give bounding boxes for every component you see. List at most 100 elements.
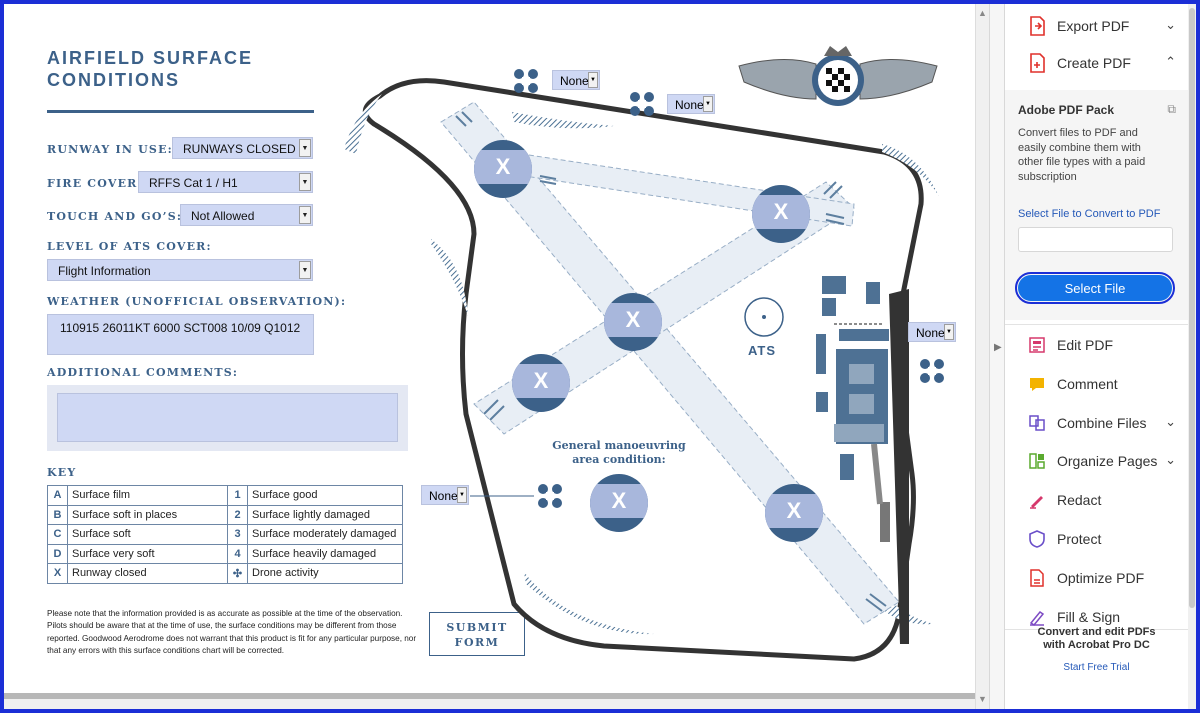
tool-label: Fill & Sign (1057, 608, 1121, 625)
document-scrollbar[interactable]: ▲ ▼ (975, 4, 989, 709)
tool-item[interactable]: Fill & Sign (1005, 600, 1188, 634)
tool-label: Combine Files (1057, 414, 1147, 431)
weather-label: WEATHER (UNOFFICIAL OBSERVATION): (47, 295, 347, 308)
chevron-down-icon: ⌄ (1165, 413, 1176, 429)
touch-and-go-select[interactable]: Not Allowed ▼ (180, 204, 313, 226)
fire-cover-label: FIRE COVER: (47, 177, 143, 190)
hatched-area (512, 112, 614, 129)
perimeter-track (362, 78, 924, 662)
key-code: X (47, 563, 68, 584)
drone-select[interactable]: None▼ (421, 485, 469, 505)
panel-splitter[interactable]: ▶ (989, 4, 1005, 709)
runway-select[interactable]: RUNWAYS CLOSED ▼ (172, 137, 313, 159)
runway-label: RUNWAY IN USE: (47, 143, 173, 156)
drone-select[interactable]: None▼ (667, 94, 715, 114)
ats-label: ATS (748, 343, 777, 358)
edit-pdf-icon (1027, 335, 1047, 355)
chevron-down-icon: ▼ (944, 324, 954, 340)
key-description: Surface very soft (67, 543, 228, 564)
disclaimer-text: Please note that the information provide… (47, 609, 417, 656)
tool-item[interactable]: Organize Pages ⌄ (1005, 444, 1188, 478)
comments-field-frame (47, 385, 408, 451)
drone-select[interactable]: None▼ (552, 70, 600, 90)
protect-icon (1027, 529, 1047, 549)
key-title: KEY (47, 466, 77, 479)
aerodrome-logo (738, 58, 938, 100)
upgrade-promo: Convert and edit PDFs with Acrobat Pro D… (1005, 626, 1188, 673)
key-description: Surface soft in places (67, 504, 228, 525)
export-pdf-icon (1027, 16, 1047, 36)
ats-cover-value: Flight Information (58, 264, 151, 278)
runway-status-marker[interactable]: X (474, 140, 532, 198)
pack-description: Convert files to PDF and easily combine … (1018, 127, 1146, 183)
drone-icon (514, 69, 944, 508)
tools-pane: Export PDF⌄ Create PDF⌃ Adobe PDF Pack ⧉… (1005, 4, 1188, 709)
copy-icon[interactable]: ⧉ (1167, 102, 1176, 116)
weather-field[interactable]: 110915 26011KT 6000 SCT008 10/09 Q1012 (47, 314, 314, 355)
horizontal-scrollbar[interactable] (4, 693, 975, 709)
fire-cover-select[interactable]: RFFS Cat 1 / H1 ▼ (138, 171, 313, 193)
export-pdf-item[interactable]: Export PDF⌄ (1005, 9, 1188, 43)
page-title: AIRFIELD SURFACE CONDITIONS (47, 48, 254, 90)
tool-item[interactable]: Edit PDF (1005, 328, 1188, 362)
submit-form-button[interactable]: SUBMIT FORM (429, 612, 525, 656)
combine-files-icon (1027, 413, 1047, 433)
tool-item[interactable]: Protect (1005, 522, 1188, 556)
select-file-button[interactable]: Select File (1015, 272, 1175, 304)
optimize-pdf-icon (1027, 568, 1047, 588)
scroll-down-icon[interactable]: ▼ (978, 694, 987, 704)
file-input[interactable] (1018, 227, 1173, 252)
ats-circle (744, 297, 784, 337)
ats-cover-label: LEVEL OF ATS COVER: (47, 240, 212, 253)
create-pdf-item[interactable]: Create PDF⌃ (1005, 46, 1188, 80)
start-trial-link[interactable]: Start Free Trial (1063, 662, 1130, 673)
select-file-link[interactable]: Select File to Convert to PDF (1018, 208, 1161, 220)
touch-and-go-value: Not Allowed (191, 209, 255, 223)
ats-cover-select[interactable]: Flight Information ▼ (47, 259, 313, 281)
tools-pane-scrollbar[interactable] (1188, 4, 1196, 709)
title-divider (47, 110, 314, 113)
comments-field[interactable] (57, 393, 398, 442)
chevron-down-icon: ▼ (299, 173, 311, 191)
runway-status-marker[interactable]: X (752, 185, 810, 243)
key-description: Surface heavily damaged (247, 543, 403, 564)
comments-label: ADDITIONAL COMMENTS: (47, 366, 239, 379)
chevron-down-icon: ▼ (299, 261, 311, 279)
scroll-up-icon[interactable]: ▲ (978, 8, 987, 18)
chevron-down-icon: ⌄ (1165, 17, 1176, 32)
tool-item[interactable]: Optimize PDF (1005, 561, 1188, 595)
airfield-map (344, 46, 944, 662)
tool-item[interactable]: Comment (1005, 367, 1188, 401)
touch-and-go-label: TOUCH AND GO’S: (47, 210, 183, 223)
general-area-status-marker[interactable]: X (590, 474, 648, 532)
key-description: Surface soft (67, 524, 228, 545)
chevron-down-icon: ▼ (457, 487, 467, 503)
organize-pages-icon (1027, 451, 1047, 471)
general-area-label: General manoeuvring area condition: (552, 439, 686, 466)
weather-value: 110915 26011KT 6000 SCT008 10/09 Q1012 (60, 321, 301, 335)
chevron-down-icon: ⌄ (1165, 452, 1176, 468)
tool-label: Optimize PDF (1057, 569, 1145, 586)
hatched-area (431, 239, 468, 316)
tool-item[interactable]: Redact (1005, 483, 1188, 517)
chevron-down-icon: ▼ (299, 139, 311, 157)
tool-label: Comment (1057, 375, 1118, 392)
chevron-down-icon: ▼ (588, 72, 598, 88)
tool-label: Redact (1057, 492, 1102, 509)
tool-label: Organize Pages (1057, 453, 1158, 470)
hatched-area (524, 572, 654, 635)
runway-value: RUNWAYS CLOSED (183, 142, 296, 156)
tool-item[interactable]: Combine Files ⌄ (1005, 406, 1188, 440)
fill-sign-icon (1027, 607, 1047, 627)
tool-label: Edit PDF (1057, 337, 1114, 353)
key-description: Drone activity (247, 563, 403, 584)
expand-panel-icon[interactable]: ▶ (994, 342, 1002, 353)
drone-select[interactable]: None▼ (908, 322, 956, 342)
runway-status-marker[interactable]: X (604, 293, 662, 351)
runway-status-marker[interactable]: X (765, 484, 823, 542)
runway-status-marker[interactable]: X (512, 354, 570, 412)
